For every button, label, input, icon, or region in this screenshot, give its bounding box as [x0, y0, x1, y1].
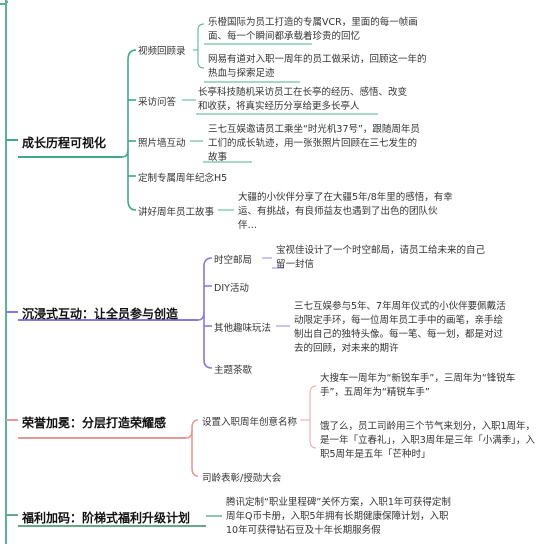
branch-title-benefits: 福利加码：阶梯式福利升级计划: [22, 511, 191, 525]
node-time-post: 时空邮局: [214, 255, 253, 266]
detail-photo-wall: 三七互娱邀请员工乘坐“时光机37号”，跟随周年员工们的成长轨迹，用一张张照片回顾…: [208, 124, 420, 163]
detail-video-review-2: 网易有道对入职一周年的员工做采访，回顾这一年的热血与探索足迹: [208, 54, 427, 79]
node-other-fun: 其他趣味玩法: [214, 323, 272, 334]
detail-other-fun: 三七互娱参与5年、7年周年仪式的小伙伴要佩戴活动限定手环，每一位周年员工手中的画…: [294, 301, 506, 354]
node-anniversary-names: 设置入职周年创意名称: [202, 417, 298, 428]
node-video-review: 视频回顾录: [138, 46, 186, 57]
node-award-ceremony: 司龄表彰/授勋大会: [202, 473, 282, 484]
branch-title-immersive: 沉浸式互动：让全员参与创造: [22, 307, 179, 321]
node-interview-qa: 采访问答: [138, 97, 177, 108]
detail-employee-stories: 大疆的小伙伴分享了在大疆5年/8年里的感悟，有幸运、有挑战，有良师益友也遇到了出…: [238, 192, 453, 231]
detail-anniversary-names-1: 大搜车一周年为“新锐车手”，三周年为“锋锐车手”，五周年为“精锐车手”: [320, 373, 516, 398]
detail-benefits: 腾讯定制“职业里程碑”关怀方案，入职1年可获得定制周年Q币卡册，入职5年拥有长期…: [226, 497, 451, 536]
detail-time-post: 宝视佳设计了一个时空邮局，请员工给未来的自己留一封信: [276, 245, 486, 270]
node-employee-stories: 讲好周年员工故事: [138, 207, 215, 218]
detail-anniversary-names-2: 饿了么，员工司龄用三个节气来划分，入职1周年，是一年「立春礼」，入职3周年是三年…: [320, 421, 536, 460]
node-custom-h5: 定制专属周年纪念H5: [138, 173, 228, 184]
branch-title-honor: 荣誉加冕：分层打造荣耀感: [22, 416, 167, 430]
branch-title-growth: 成长历程可视化: [22, 136, 107, 150]
node-theme-tea: 主题茶歇: [214, 365, 253, 376]
node-photo-wall: 照片墙互动: [138, 138, 186, 149]
detail-interview-qa: 长亭科技随机采访员工在长亭的经历、感悟、改变和收获，将真实经历分享给更多长亭人: [198, 87, 408, 112]
detail-video-review-1: 乐橙国际为员工打造的专属VCR，里面的每一帧画面、每一个瞬间都承载着珍贵的回忆: [208, 17, 418, 42]
node-diy: DIY活动: [214, 283, 249, 294]
